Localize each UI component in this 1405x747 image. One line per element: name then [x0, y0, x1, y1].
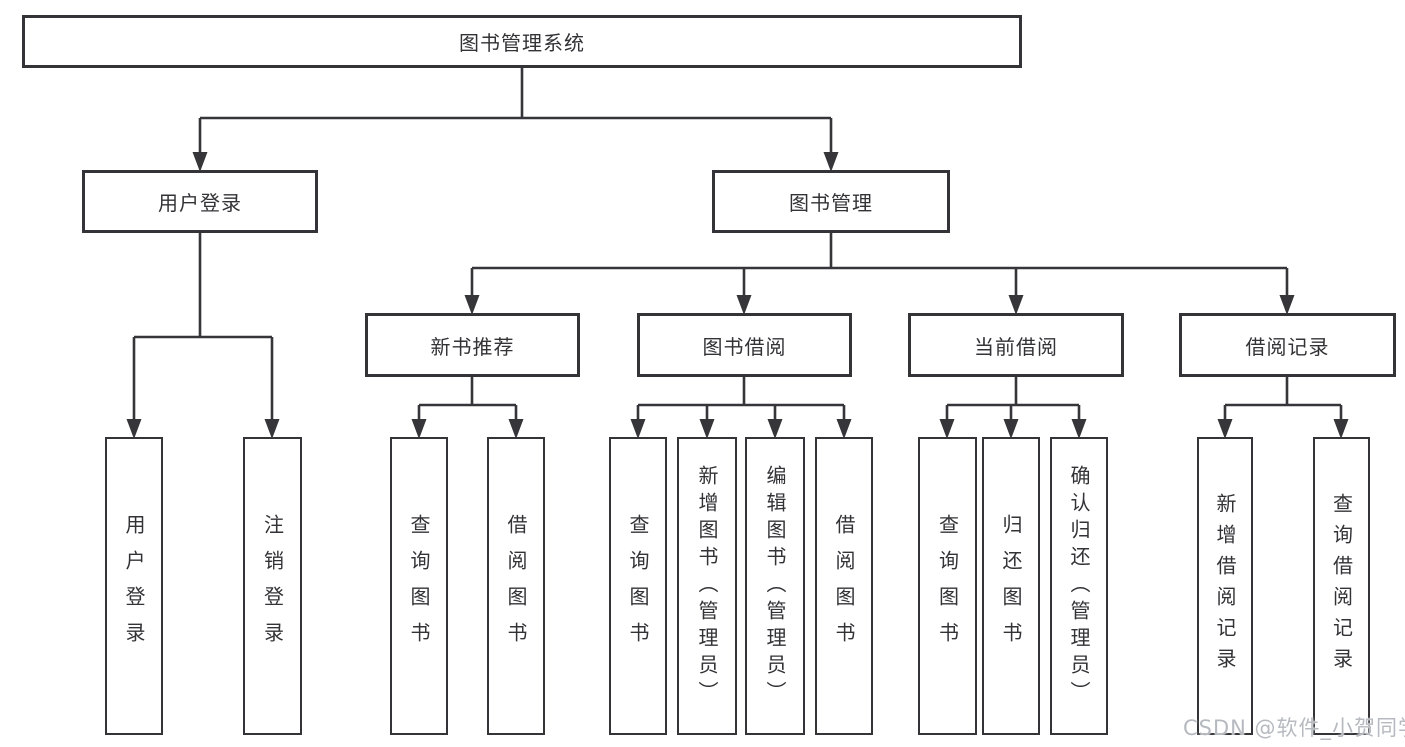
arrow-down-icon	[1003, 419, 1019, 439]
arrowheads	[126, 152, 1349, 439]
arrow-down-icon	[464, 295, 480, 315]
arrow-down-icon	[1333, 419, 1349, 439]
node-label: 查询图书	[935, 514, 960, 658]
arrow-down-icon	[192, 152, 208, 172]
wire-borrow-records-to-leaves	[1223, 377, 1343, 419]
arrow-down-icon	[823, 152, 839, 172]
arrow-down-icon	[126, 419, 142, 439]
leaf-query-books-2: 查询图书	[609, 437, 667, 735]
arrow-down-icon	[1217, 419, 1233, 439]
arrow-down-icon	[508, 419, 524, 439]
wire-user-login-to-leaves	[132, 233, 274, 419]
node-library-management-system: 图书管理系统	[22, 15, 1022, 68]
node-label: 新增借阅记录	[1213, 493, 1237, 679]
leaf-user-login: 用户登录	[105, 437, 163, 735]
node-label: 查询图书	[407, 514, 431, 658]
node-borrow-records: 借阅记录	[1179, 313, 1396, 377]
wire-current-borrow-to-leaves	[945, 377, 1081, 419]
leaf-add-book-admin: 新增图书（管理员）	[677, 437, 737, 735]
arrow-down-icon	[630, 419, 646, 439]
leaf-borrow-books-2: 借阅图书	[815, 437, 873, 735]
node-label: 图书管理系统	[459, 31, 585, 55]
node-label: 查询借阅记录	[1329, 493, 1354, 679]
leaf-confirm-return-admin: 确认归还（管理员）	[1050, 437, 1108, 735]
arrow-down-icon	[1008, 295, 1024, 315]
node-book-management: 图书管理	[712, 170, 950, 233]
watermark: CSDN @软件_小贺同学	[1183, 716, 1405, 740]
node-new-book-recommend: 新书推荐	[365, 313, 580, 377]
leaf-query-books-3: 查询图书	[918, 437, 977, 735]
wire-root-to-level2	[198, 68, 833, 152]
leaf-edit-book-admin: 编辑图书（管理员）	[745, 437, 805, 735]
node-current-borrow: 当前借阅	[908, 313, 1124, 377]
wire-book-mgmt-to-level3	[470, 233, 1289, 295]
arrow-down-icon	[767, 419, 783, 439]
arrow-down-icon	[1071, 419, 1087, 439]
leaf-query-borrow-record: 查询借阅记录	[1313, 437, 1370, 735]
node-label: 图书管理	[789, 191, 873, 215]
leaf-return-book: 归还图书	[982, 437, 1040, 735]
arrow-down-icon	[836, 419, 852, 439]
node-label: 当前借阅	[974, 334, 1058, 359]
node-label: 新书推荐	[430, 334, 515, 359]
wire-book-borrow-to-leaves	[636, 377, 846, 419]
node-label: 归还图书	[999, 514, 1023, 658]
wire-paths	[132, 68, 1343, 419]
node-label: 借阅记录	[1245, 334, 1330, 359]
node-label: 查询图书	[626, 514, 650, 658]
leaf-logout: 注销登录	[243, 437, 302, 735]
leaf-query-books-1: 查询图书	[390, 437, 448, 735]
arrow-down-icon	[699, 419, 715, 439]
arrow-down-icon	[736, 295, 752, 315]
node-label: 图书借阅	[702, 334, 787, 359]
node-label: 借阅图书	[832, 514, 856, 658]
node-label: 用户登录	[122, 514, 146, 658]
node-label: 编辑图书（管理员）	[763, 464, 787, 708]
node-label: 借阅图书	[504, 514, 528, 658]
wire-new-book-to-leaves	[417, 377, 518, 419]
node-label: 新增图书（管理员）	[695, 464, 719, 708]
arrow-down-icon	[411, 419, 427, 439]
node-book-borrow: 图书借阅	[637, 313, 852, 377]
leaf-borrow-books-1: 借阅图书	[487, 437, 545, 735]
arrow-down-icon	[1279, 295, 1295, 315]
node-label: 用户登录	[158, 191, 242, 215]
leaf-add-borrow-record: 新增借阅记录	[1197, 437, 1253, 735]
node-label: 注销登录	[260, 514, 285, 658]
arrow-down-icon	[264, 419, 280, 439]
arrow-down-icon	[939, 419, 955, 439]
node-user-login: 用户登录	[82, 170, 318, 233]
node-label: 确认归还（管理员）	[1067, 464, 1091, 708]
